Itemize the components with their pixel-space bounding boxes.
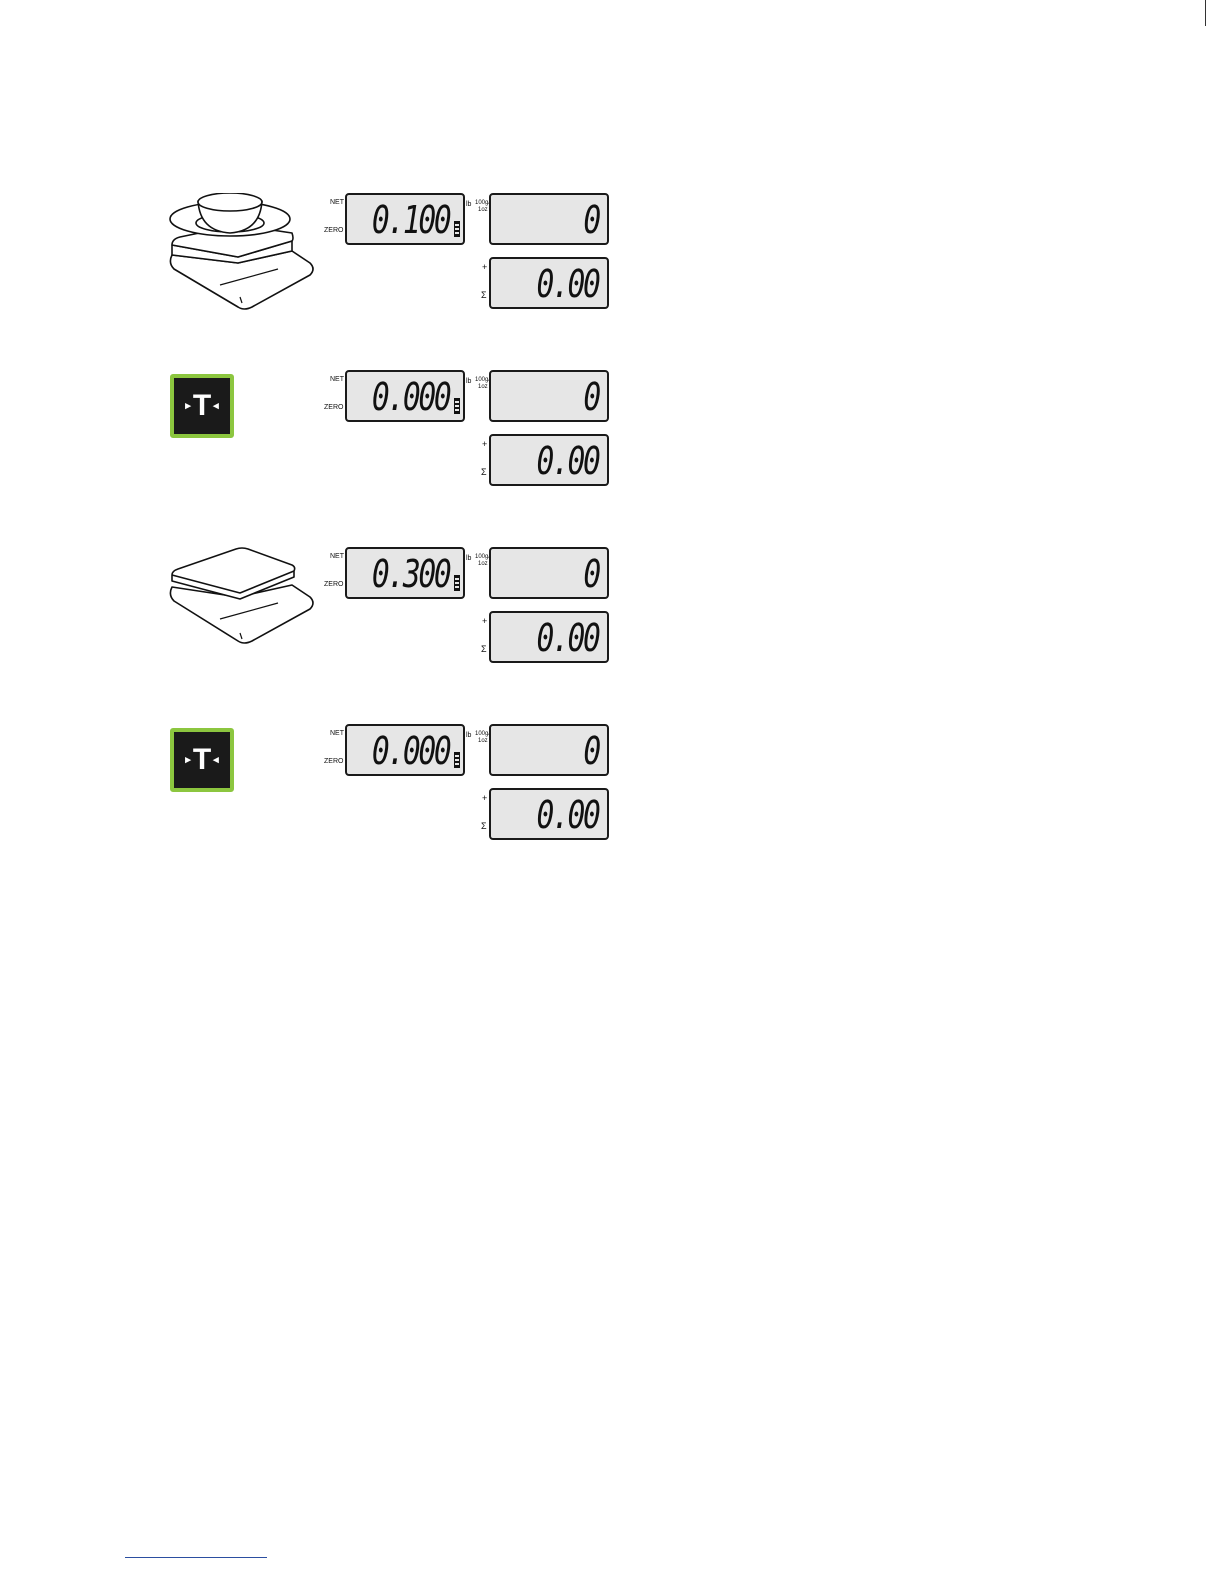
unit-1oz-label: 1oz [478,206,488,214]
step-2: ▸ T ◂ NET ZERO ◂ ◂ 0.000 lb 100g/ 1oz 0 … [160,370,620,510]
total-display: 0.00 [489,611,609,663]
total-display: 0.00 [489,434,609,486]
unit-price-display: 0 [489,193,609,245]
weight-display: ◂ – ◂ 0.300 [345,547,465,599]
total-display: 0.00 [489,788,609,840]
step-3: NET ZERO ◂ – ◂ 0.300 lb 100g/ 1oz 0 + Σ … [160,547,620,687]
net-label: NET [330,730,344,738]
unit-price-value: 0 [583,729,599,773]
unit-price-value: 0 [583,552,599,596]
unit-lb-label: lb [466,732,471,740]
total-value: 0.00 [537,616,599,660]
zero-label: ZERO [324,404,343,412]
footer-link-rule [125,1557,267,1558]
weight-display: ◂ ◂ 0.000 [345,370,465,422]
sigma-label: Σ [481,645,487,653]
unit-lb-label: lb [466,555,471,563]
plus-label: + [482,794,487,802]
zero-label: ZERO [324,758,343,766]
unit-1oz-label: 1oz [478,737,488,745]
scale-with-bowl-icon [160,193,320,323]
weight-value: 0.300 [371,552,449,596]
weight-display: ◂ ◂ 0.100 [345,193,465,245]
sigma-label: Σ [481,291,487,299]
zero-label: ZERO [324,227,343,235]
weight-value: 0.000 [371,375,449,419]
tare-button-icon: ▸ T ◂ [170,374,234,438]
step-4: ▸ T ◂ NET ZERO ◂ 0.000 lb 100g/ 1oz 0 + … [160,724,620,864]
plus-label: + [482,617,487,625]
total-value: 0.00 [537,262,599,306]
total-display: 0.00 [489,257,609,309]
weight-display: ◂ 0.000 [345,724,465,776]
battery-icon [454,221,460,237]
unit-price-value: 0 [583,375,599,419]
unit-price-value: 0 [583,198,599,242]
sigma-label: Σ [481,468,487,476]
tare-button-icon: ▸ T ◂ [170,728,234,792]
unit-price-display: 0 [489,370,609,422]
net-label: NET [330,376,344,384]
total-value: 0.00 [537,793,599,837]
weight-value: 0.100 [371,198,449,242]
battery-icon [454,575,460,591]
unit-lb-label: lb [466,378,471,386]
unit-price-display: 0 [489,547,609,599]
plus-label: + [482,263,487,271]
unit-1oz-label: 1oz [478,560,488,568]
plus-label: + [482,440,487,448]
battery-icon [454,752,460,768]
sigma-label: Σ [481,822,487,830]
zero-label: ZERO [324,581,343,589]
net-label: NET [330,199,344,207]
total-value: 0.00 [537,439,599,483]
weight-value: 0.000 [371,729,449,773]
unit-lb-label: lb [466,201,471,209]
net-label: NET [330,553,344,561]
step-1: NET ZERO ◂ ◂ 0.100 lb 100g/ 1oz 0 + Σ 0.… [160,193,620,333]
scale-icon [160,547,320,677]
battery-icon [454,398,460,414]
unit-1oz-label: 1oz [478,383,488,391]
unit-price-display: 0 [489,724,609,776]
top-edge-rule [1205,0,1206,26]
